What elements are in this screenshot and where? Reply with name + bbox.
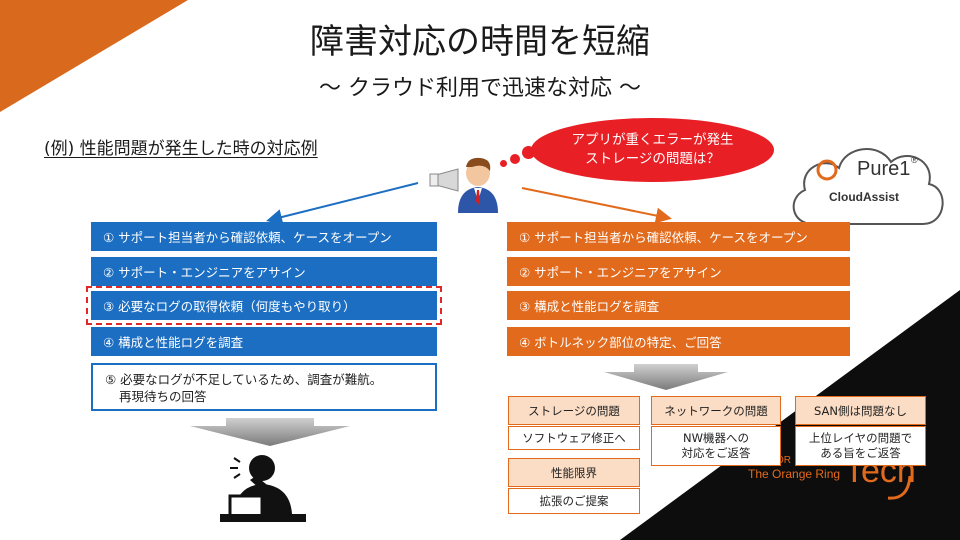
result-body-san: 上位レイヤの問題で ある旨をご返答 (795, 426, 926, 466)
frustrated-person-icon (220, 455, 306, 522)
result-body-performance-limit: 拡張のご提案 (508, 488, 640, 514)
speech-bubble-line2: ストレージの問題は？ (585, 151, 720, 167)
result-head-network: ネットワークの問題 (651, 396, 781, 425)
result-body-san-line1: 上位レイヤの問題で (808, 431, 913, 445)
thought-dot-small (500, 160, 507, 167)
brand-text-or: OR (776, 455, 791, 466)
result-head-performance-limit: 性能限界 (508, 458, 640, 487)
brand-text-orange-ring: The Orange Ring (748, 467, 841, 481)
right-step-1: ① サポート担当者から確認依頼、ケースをオープン (507, 222, 850, 251)
pure1-registered: ® (911, 155, 918, 165)
pure1-product: CloudAssist (829, 190, 900, 204)
corner-decoration-top-left (0, 0, 188, 112)
result-body-network-line2: 対応をご返答 (681, 446, 751, 460)
right-step-4: ④ ボトルネック部位の特定、ご回答 (507, 327, 850, 356)
right-down-chevron-arrow (604, 364, 728, 390)
left-step-4: ④ 構成と性能ログを調査 (91, 327, 437, 356)
right-step-3: ③ 構成と性能ログを調査 (507, 291, 850, 320)
left-step-1: ① サポート担当者から確認依頼、ケースをオープン (91, 222, 437, 251)
thought-dot-medium (510, 154, 520, 164)
result-body-storage-line1: ソフトウェア修正へ (522, 430, 626, 445)
result-body-network: NW機器への 対応をご返答 (651, 426, 781, 466)
presenter-megaphone-icon (428, 157, 498, 213)
page-title: 障害対応の時間を短縮 (310, 22, 650, 62)
result-body-storage: ソフトウェア修正へ (508, 426, 640, 450)
result-body-performance-limit-line1: 拡張のご提案 (539, 493, 609, 508)
pure1-brand: Pure1 (857, 158, 911, 180)
speech-bubble: アプリが重くエラーが発生 ストレージの問題は？ (531, 118, 774, 182)
right-step-2: ② サポート・エンジニアをアサイン (507, 257, 850, 286)
example-label: (例) 性能問題が発生した時の対応例 (44, 139, 318, 159)
left-step-3-highlighted: ③ 必要なログの取得依頼（何度もやり取り） (86, 286, 442, 325)
left-step-5-line1: ⑤ 必要なログが不足しているため、調査が難航。 (105, 372, 383, 387)
page-subtitle: ～ クラウド利用で迅速な対応 ～ (319, 76, 641, 101)
result-head-storage: ストレージの問題 (508, 396, 640, 425)
result-body-san-line2: ある旨をご返答 (820, 446, 901, 460)
left-step-2: ② サポート・エンジニアをアサイン (91, 257, 437, 286)
left-down-chevron-arrow (190, 418, 350, 446)
result-body-network-line1: NW機器への (683, 431, 749, 445)
brand-swoosh (887, 475, 912, 500)
left-step-5-result: ⑤ 必要なログが不足しているため、調査が難航。 再現待ちの回答 (91, 363, 437, 411)
pure1-cloud-logo (792, 148, 944, 225)
result-head-san: SAN側は問題なし (795, 396, 926, 425)
left-step-5-line2: 再現待ちの回答 (119, 389, 207, 404)
speech-bubble-line1: アプリが重くエラーが発生 (571, 132, 734, 148)
